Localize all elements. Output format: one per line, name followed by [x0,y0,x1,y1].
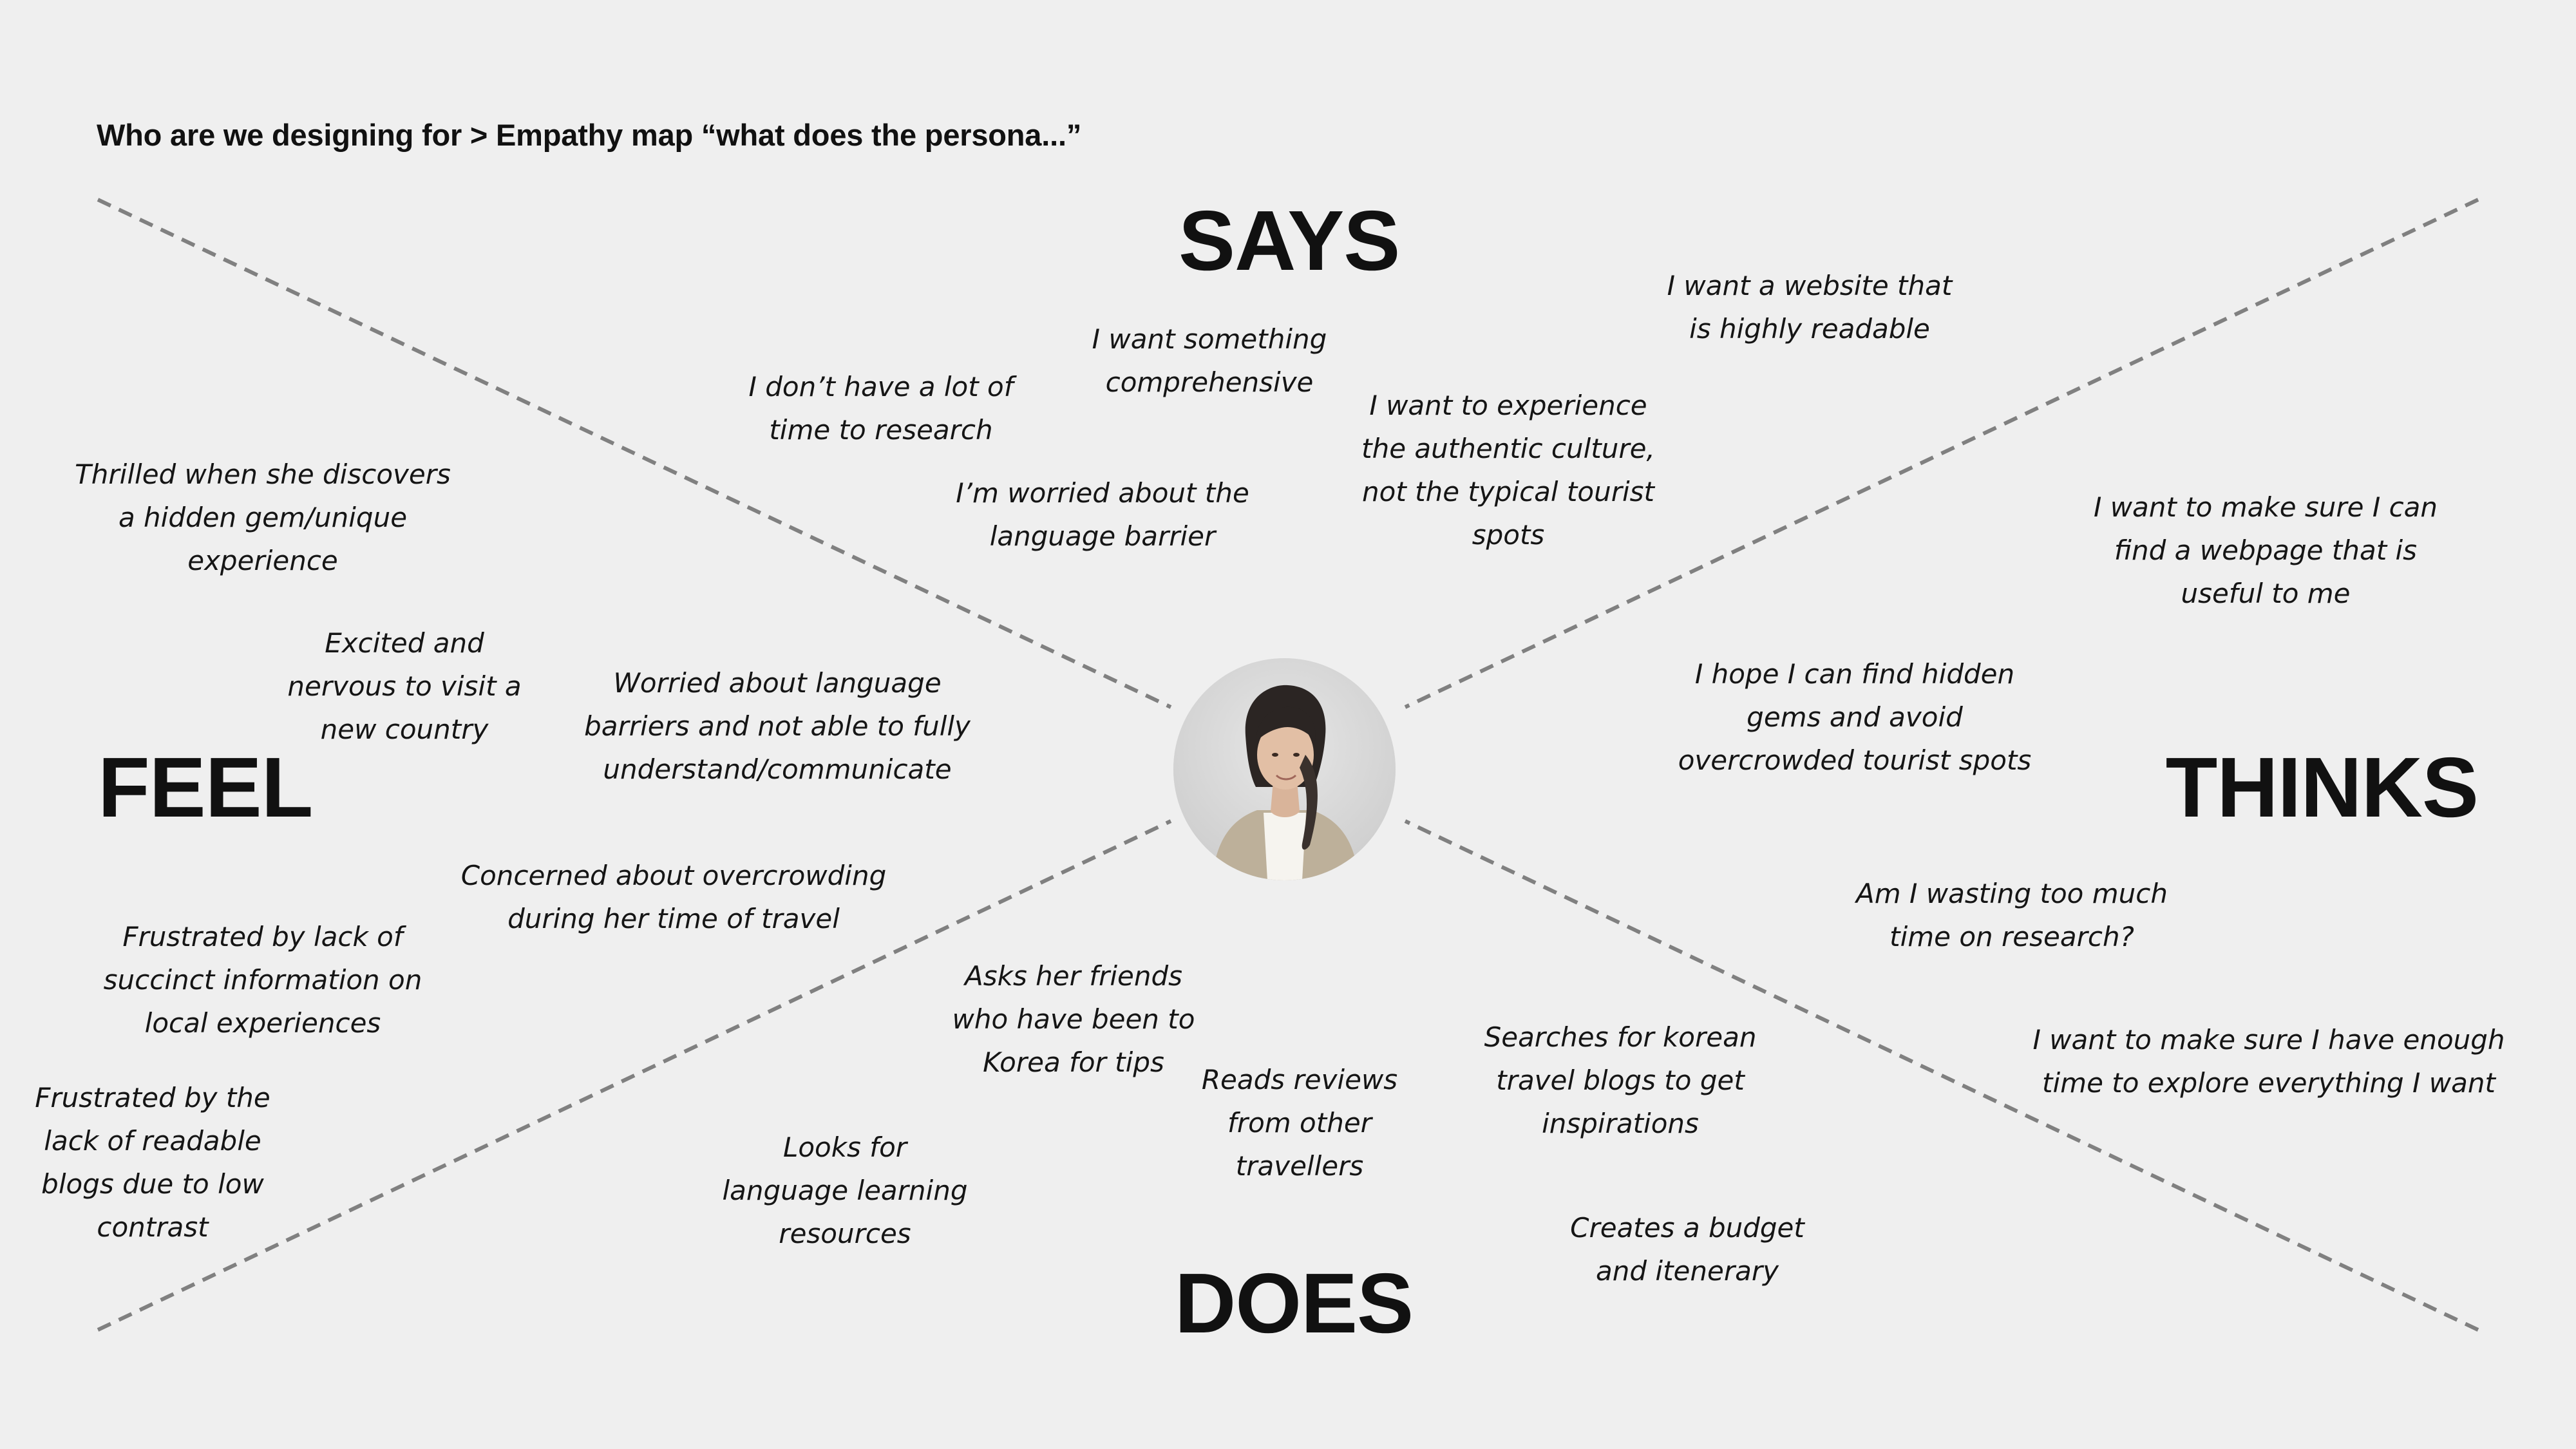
divider-bottom-left [97,819,1172,1332]
divider-bottom-right [1404,819,2479,1332]
thinks-heading: THINKS [2165,740,2479,835]
persona-avatar [1173,658,1396,880]
divider-top-right [1404,198,2479,709]
feel-heading: FEEL [98,740,313,835]
says-heading: SAYS [1179,193,1400,288]
does-heading: DOES [1175,1256,1414,1350]
persona-portrait-icon [1173,658,1396,880]
breadcrumb: Who are we designing for > Empathy map “… [97,118,1082,152]
divider-top-left [97,198,1172,709]
